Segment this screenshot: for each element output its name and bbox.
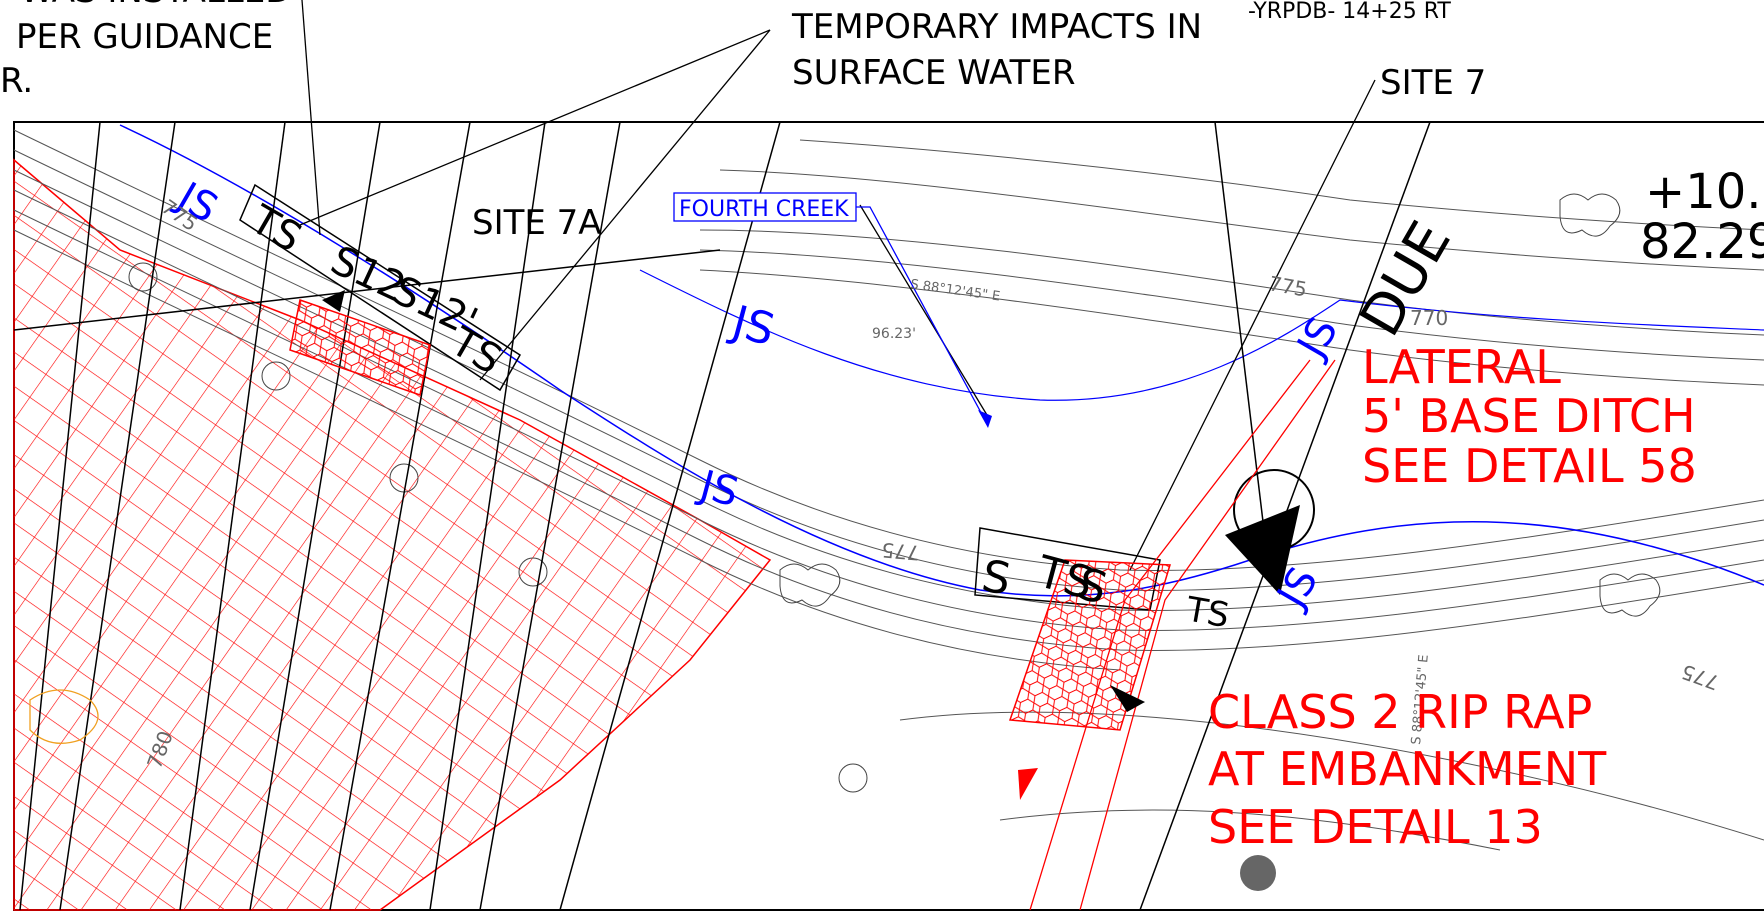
lateral-ditch-note-line3: SEE DETAIL 58 xyxy=(1362,439,1697,493)
js-marker: JS xyxy=(1287,310,1347,368)
temporary-impacts-line1: TEMPORARY IMPACTS IN xyxy=(791,7,1202,47)
site-7-label: SITE 7 xyxy=(1380,63,1486,103)
riprap-lower xyxy=(1008,559,1171,731)
survey-point-icon xyxy=(1240,855,1276,891)
riprap-note-line3: SEE DETAIL 13 xyxy=(1208,800,1543,854)
fourth-creek-centerline xyxy=(119,124,1764,597)
pointer-arrow-icon xyxy=(1110,685,1145,712)
contour-label: 775 xyxy=(1678,659,1722,695)
temporary-impacts-line2: SURFACE WATER xyxy=(792,53,1075,93)
js-marker: JS xyxy=(724,296,780,357)
lateral-ditch-note-line1: LATERAL xyxy=(1362,340,1561,394)
right-edge-label-1: +10. xyxy=(1645,164,1762,220)
riprap-note-line1: CLASS 2 RIP RAP xyxy=(1208,685,1592,739)
contour-label: 775 xyxy=(1267,271,1309,301)
ts-work-area-box xyxy=(239,183,522,392)
riprap-note-line2: AT EMBANKMENT xyxy=(1208,742,1607,796)
wetland-mark xyxy=(29,689,99,744)
site-7a-label: SITE 7A xyxy=(472,203,602,243)
js-marker: JS xyxy=(693,461,744,516)
riprap-upper xyxy=(289,299,431,396)
ts-mark: TS xyxy=(242,196,309,261)
survey-arrow-symbol xyxy=(1225,505,1300,595)
fourth-creek-label-box xyxy=(673,192,857,222)
ts-mark: TS xyxy=(1182,589,1232,636)
right-edge-label-2: 82.29 xyxy=(1640,214,1764,270)
note-top-left-line2: PER GUIDANCE xyxy=(16,17,273,57)
stream-bearing-label: S 88°12'45" E xyxy=(909,277,1001,304)
pointer-arrow-icon xyxy=(322,290,345,312)
note-top-left-line3: R. xyxy=(0,61,33,101)
contour-label: 775 xyxy=(881,538,921,565)
fourth-creek-label: FOURTH CREEK xyxy=(679,197,849,222)
lateral-ditch xyxy=(1029,359,1336,911)
contour-label: 770 xyxy=(1410,306,1448,330)
note-top-left-line1: WAS INSTALLED xyxy=(20,0,291,11)
leader-lines xyxy=(299,0,1376,571)
stream-distance-label: 96.23' xyxy=(872,326,916,342)
creek-leader-arrow-icon xyxy=(978,410,992,428)
alignment-station-label: -YRPDB- 14+25 RT xyxy=(1248,0,1451,24)
ditch-flow-arrow xyxy=(1018,768,1038,800)
fill-hatch-region xyxy=(13,158,772,911)
creek-upper-line xyxy=(639,269,1764,401)
creek-leader-line xyxy=(856,206,986,421)
lateral-ditch-note-line2: 5' BASE DITCH xyxy=(1362,389,1696,443)
